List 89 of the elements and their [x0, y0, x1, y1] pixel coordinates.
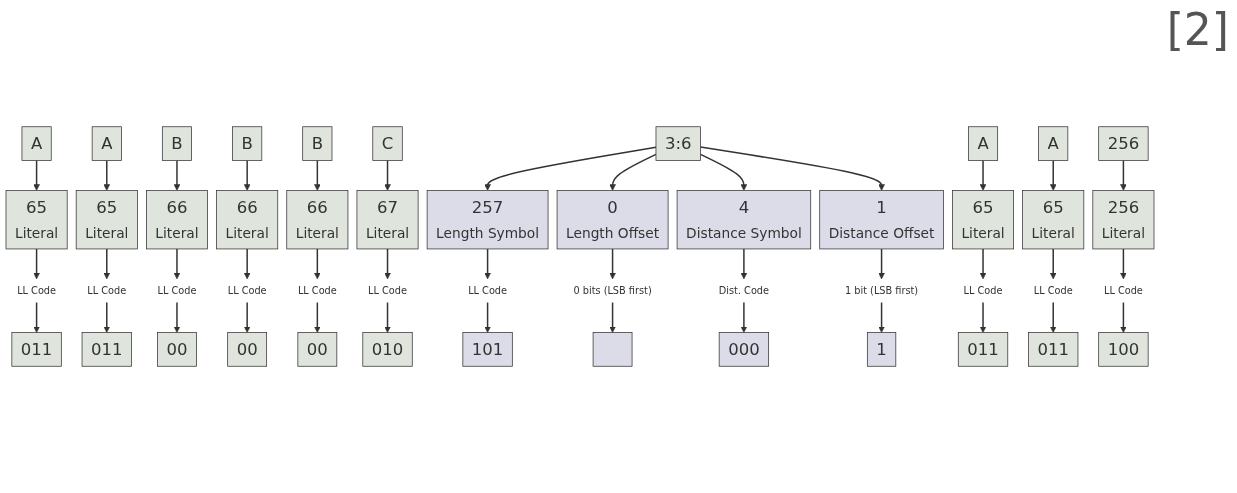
node-box: B: [302, 126, 333, 161]
node-box: 000: [718, 332, 769, 367]
arrow: [609, 248, 616, 280]
node-text: LL Code: [17, 284, 57, 297]
arrow: [740, 248, 748, 280]
arrow: [173, 248, 181, 280]
arrow: [979, 248, 987, 280]
node-text: LL Code: [297, 284, 337, 297]
arrow: [33, 301, 40, 333]
node-text: Dist. Code: [718, 284, 770, 297]
arrow: [979, 159, 987, 191]
node-box: B: [161, 126, 192, 161]
node-box: 100: [1098, 332, 1149, 367]
node-box: 3:6: [655, 126, 701, 161]
node-box: 011: [957, 332, 1009, 367]
node-text: LL Code: [468, 284, 508, 297]
arrow: [609, 153, 657, 191]
arrow: [878, 301, 885, 333]
arrow: [1120, 248, 1127, 280]
node-text: LL Code: [227, 284, 267, 297]
arrow: [173, 159, 181, 191]
node-text: LL Code: [1033, 284, 1073, 297]
node-box: 256: [1098, 126, 1149, 161]
arrow: [740, 301, 748, 333]
node-box: 1 Distance Offset: [819, 190, 944, 250]
arrow: [314, 301, 321, 333]
arrow: [699, 153, 748, 191]
arrow: [878, 248, 885, 280]
arrow: [103, 248, 111, 280]
node-box: 011: [81, 332, 132, 367]
arrow: [484, 301, 491, 333]
arrow: [1049, 159, 1057, 191]
arrow: [1049, 301, 1057, 333]
node-text: LL Code: [157, 284, 197, 297]
node-box: 00: [157, 332, 197, 367]
node-box: A: [21, 126, 52, 161]
node-box: 66 Literal: [286, 190, 349, 250]
node-box: 65 Literal: [75, 190, 138, 250]
arrow: [384, 159, 391, 191]
node-box: 256 Literal: [1092, 190, 1155, 250]
node-box: A: [968, 126, 999, 161]
arrow: [484, 248, 491, 280]
node-box: 66 Literal: [146, 190, 208, 250]
arrow: [243, 248, 251, 280]
arrow: [979, 301, 987, 333]
arrow: [484, 146, 657, 191]
node-text: LL Code: [1103, 284, 1143, 297]
node-box: [592, 332, 633, 367]
arrow: [314, 159, 321, 191]
arrow: [609, 301, 616, 333]
node-box: 101: [462, 332, 513, 367]
node-text: 0 bits (LSB first): [573, 284, 652, 297]
node-box: A: [1038, 126, 1069, 161]
node-text: LL Code: [368, 284, 407, 297]
node-box: 011: [11, 332, 62, 367]
node-text: 1 bit (LSB first): [844, 284, 919, 297]
node-box: 1: [866, 332, 897, 367]
arrow: [1120, 159, 1127, 191]
node-box: B: [232, 126, 263, 161]
reference-mark: [2]: [1166, 4, 1229, 55]
arrow: [243, 159, 251, 191]
node-box: 4 Distance Symbol: [676, 190, 812, 250]
node-box: 0 Length Offset: [556, 190, 669, 250]
arrow: [33, 159, 40, 191]
arrow: [384, 301, 391, 333]
node-text: LL Code: [87, 284, 127, 297]
node-box: 66 Literal: [216, 190, 279, 250]
arrow: [1120, 301, 1127, 333]
arrow: [699, 146, 885, 191]
arrow: [384, 248, 391, 280]
node-box: 011: [1028, 332, 1079, 367]
arrow: [33, 248, 40, 280]
node-box: 00: [227, 332, 268, 367]
arrow: [1049, 248, 1057, 280]
arrow: [243, 301, 251, 333]
node-box: 65 Literal: [1022, 190, 1085, 250]
node-box: 67 Literal: [356, 190, 419, 250]
node-box: A: [91, 126, 122, 161]
node-text: LL Code: [963, 284, 1003, 297]
node-box: 257 Length Symbol: [426, 190, 549, 250]
arrow: [103, 301, 111, 333]
node-box: C: [372, 126, 403, 161]
node-box: 65 Literal: [5, 190, 68, 250]
arrow: [314, 248, 321, 280]
arrow: [103, 159, 111, 191]
node-box: 010: [362, 332, 413, 367]
arrow: [173, 301, 181, 333]
node-box: 00: [297, 332, 338, 367]
node-box: 65 Literal: [952, 190, 1014, 250]
